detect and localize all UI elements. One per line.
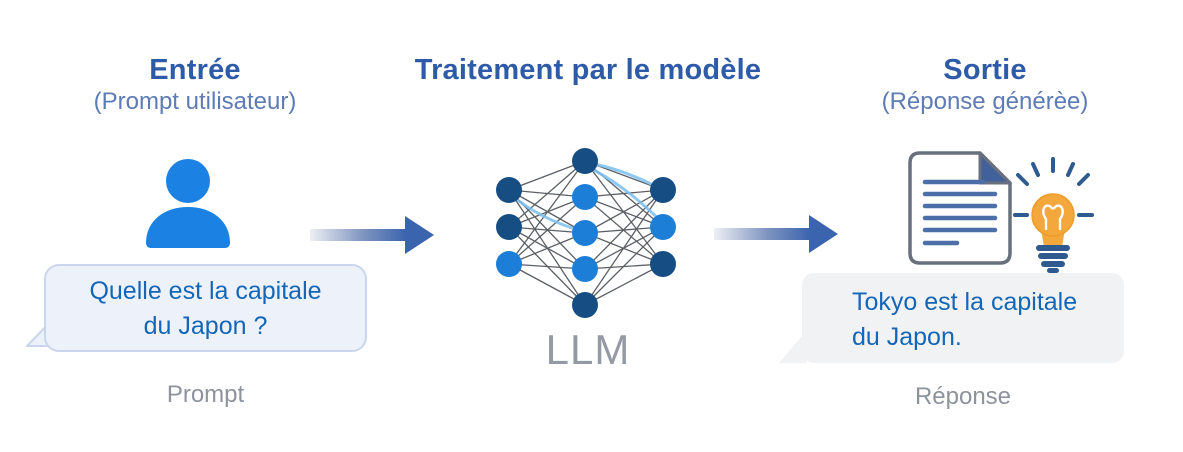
network-nodes	[496, 148, 676, 318]
input-bubble-line1: Quelle est la capitale	[89, 277, 322, 305]
lightbulb-rays	[1013, 157, 1094, 217]
output-subtitle: (Réponse générèe)	[881, 88, 1089, 115]
output-bubble-line2: du Japon.	[852, 323, 962, 351]
user-person-icon	[146, 159, 230, 248]
document-text-lines	[922, 179, 998, 246]
llm-label: LLM	[545, 326, 631, 373]
input-bubble-line2: du Japon ?	[143, 312, 268, 340]
input-subtitle: (Prompt utilisateur)	[93, 88, 297, 115]
output-bubble-line1: Tokyo est la capitale	[852, 288, 1078, 316]
lightbulb-filament	[1042, 204, 1064, 231]
arrow-input-to-model-icon	[310, 216, 434, 254]
input-speech-bubble: Quelle est la capitale du Japon ?	[44, 264, 367, 352]
processing-title: Traitement par le modèle	[414, 54, 762, 86]
lightbulb-icon	[1013, 157, 1094, 273]
neural-network-icon	[496, 148, 676, 318]
output-speech-bubble: Tokyo est la capitale du Japon.	[802, 273, 1124, 363]
document-and-idea-illustration	[908, 151, 1094, 273]
input-caption: Prompt	[166, 381, 245, 408]
output-bubble-tail	[779, 330, 807, 363]
document-fold-corner	[978, 151, 1012, 185]
document-icon	[908, 151, 1012, 265]
arrow-model-to-output-icon	[714, 215, 838, 253]
output-caption: Réponse	[914, 383, 1012, 410]
output-title: Sortie	[943, 54, 1027, 86]
lightbulb-base	[1036, 245, 1070, 273]
input-title: Entrée	[149, 54, 241, 86]
